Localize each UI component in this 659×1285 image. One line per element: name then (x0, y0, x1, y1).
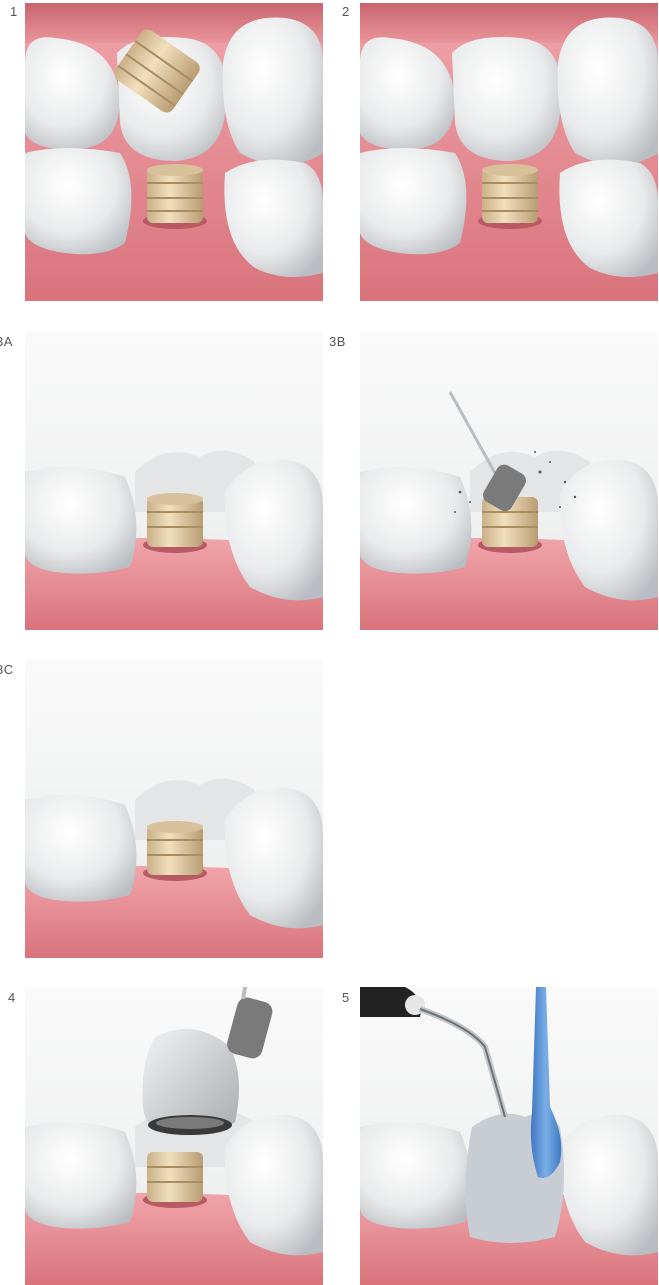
fiber-post (147, 168, 203, 223)
step-label-3c: 3C (0, 662, 14, 677)
step-3a-image (25, 332, 323, 630)
step-label-3b: 3B (329, 334, 346, 349)
step-3b-image (360, 332, 658, 630)
step-label-5: 5 (342, 990, 350, 1005)
step-label-1: 1 (10, 4, 18, 19)
step-label-2: 2 (342, 4, 350, 19)
lower-tooth-left (25, 148, 131, 254)
upper-tooth-right (223, 18, 323, 166)
step-1-image (25, 3, 323, 301)
step-2-image (360, 3, 658, 301)
fiber-post (482, 168, 538, 223)
step-label-3a: 3A (0, 334, 13, 349)
step-4-image (25, 987, 323, 1285)
step-3c-image (25, 660, 323, 958)
step-5-image (360, 987, 658, 1285)
step-label-4: 4 (8, 990, 16, 1005)
